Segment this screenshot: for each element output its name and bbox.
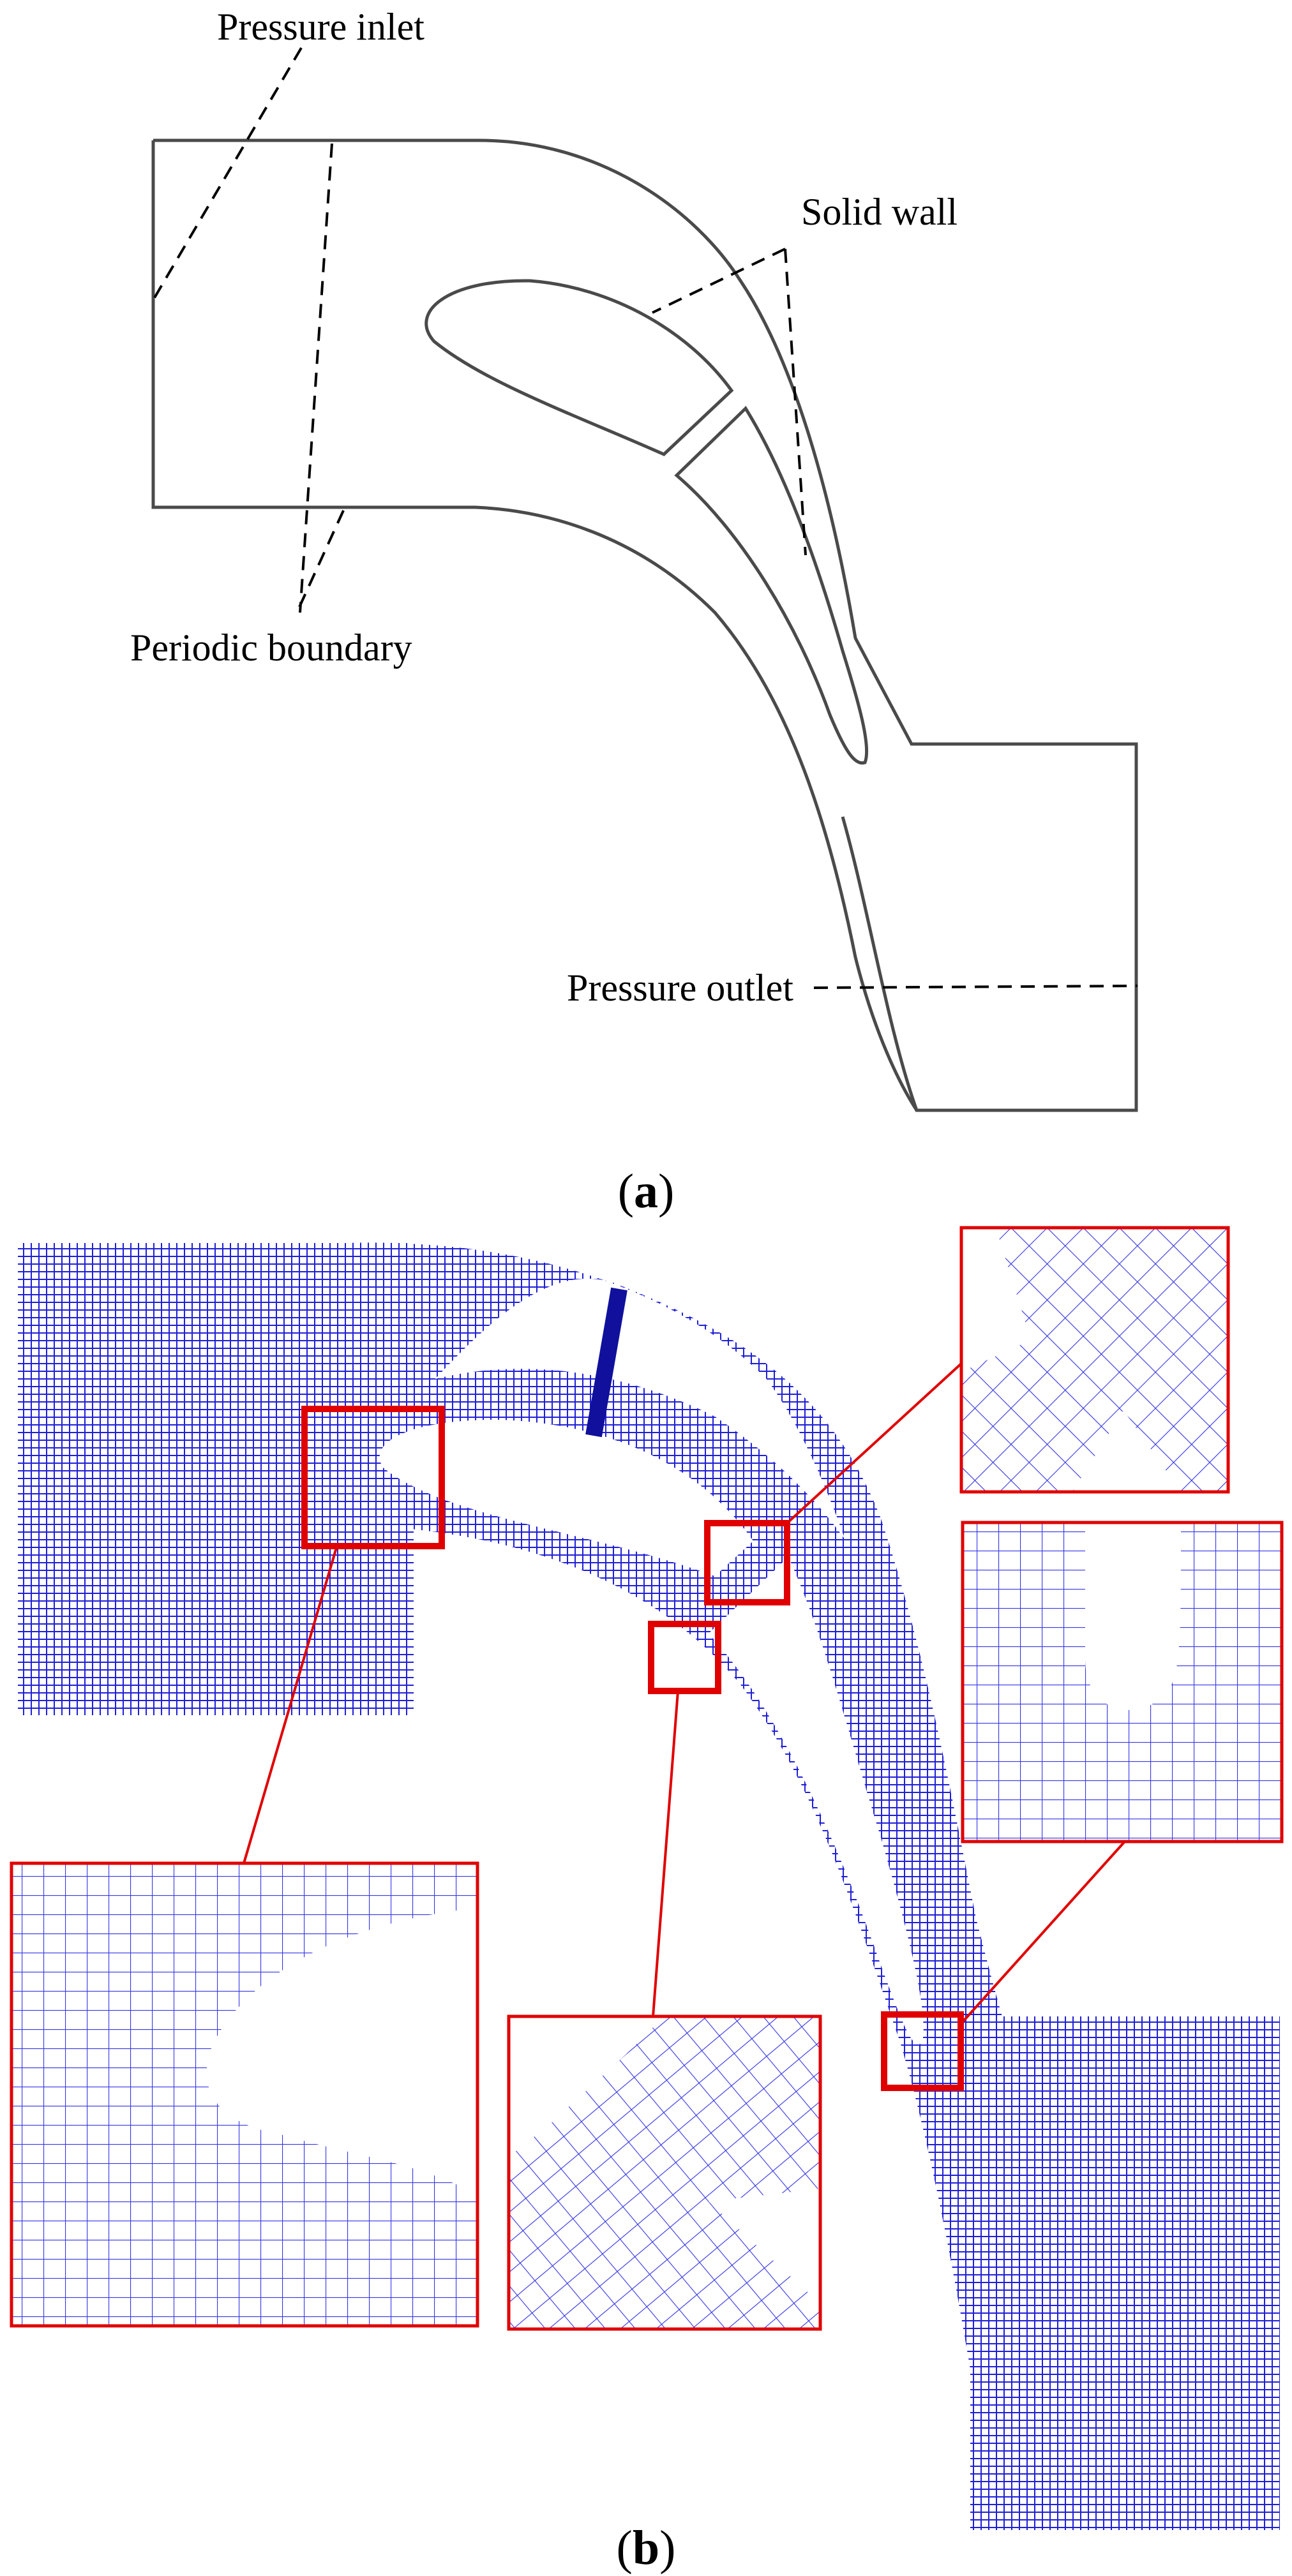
connector-lower-slot bbox=[652, 1690, 679, 2017]
highlight-trailing-edge bbox=[881, 2011, 964, 2091]
upper-blade bbox=[424, 279, 734, 456]
connector-upper-slot bbox=[786, 1361, 964, 1524]
upper-boundary bbox=[153, 138, 1138, 1112]
mesh-outlet-block bbox=[970, 2016, 1280, 2530]
mesh-upper-blade-hole bbox=[379, 1420, 753, 1576]
label-solid-wall: Solid wall bbox=[801, 191, 958, 233]
caption-a: (a) bbox=[618, 1165, 675, 1218]
mesh-upper-passage bbox=[345, 1242, 1002, 2023]
highlight-upper-slot bbox=[704, 1520, 790, 1605]
connector-trailing-edge bbox=[959, 1840, 1126, 2025]
inset-upper-slot bbox=[959, 1226, 1230, 1494]
mesh-inlet-block bbox=[18, 1243, 414, 1715]
highlight-lower-slot bbox=[648, 1621, 721, 1694]
lower-boundary bbox=[151, 140, 919, 1112]
mesh-dense-band bbox=[585, 1287, 627, 1438]
lower-blade bbox=[674, 406, 869, 765]
highlight-leading-edge bbox=[301, 1406, 445, 1549]
inset-trailing-edge bbox=[961, 1521, 1284, 1843]
label-periodic-boundary: Periodic boundary bbox=[130, 627, 412, 669]
panel-b-mesh bbox=[18, 1242, 1280, 2530]
label-pressure-outlet: Pressure outlet bbox=[567, 967, 793, 1009]
inset-leading-edge bbox=[10, 1861, 479, 2328]
mesh-slot-gap bbox=[709, 1557, 924, 2044]
connector-leading-edge bbox=[243, 1545, 338, 1864]
inset-lower-slot bbox=[507, 2014, 822, 2331]
panel-b-highlights bbox=[243, 1361, 1126, 2091]
label-pressure-inlet: Pressure inlet bbox=[217, 6, 424, 48]
panel-a-annotations: Pressure inlet Solid wall Periodic bound… bbox=[130, 6, 1138, 1218]
panel-a-geometry bbox=[151, 138, 1138, 1112]
caption-b: (b) bbox=[617, 2521, 676, 2575]
